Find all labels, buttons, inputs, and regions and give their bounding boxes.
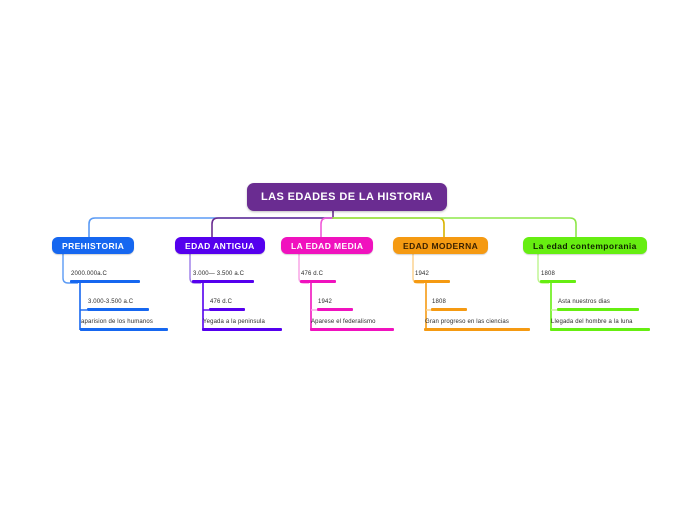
branch-node-edad-contemporania[interactable]: La edad contemporania	[523, 237, 647, 254]
leaf-label: 1808	[541, 271, 555, 277]
leaf-label: Aparese el federalismo	[311, 319, 376, 325]
leaf-underline	[70, 280, 140, 283]
leaf-label: 1942	[318, 299, 332, 305]
branch-label: La edad contemporania	[533, 240, 637, 251]
leaf-underline	[300, 280, 336, 283]
leaf-item[interactable]: 476 d.C	[300, 270, 336, 283]
leaf-label: 476 d.C	[301, 271, 324, 277]
leaf-underline	[317, 308, 353, 311]
leaf-underline	[310, 328, 394, 331]
leaf-item[interactable]: 1808	[431, 298, 467, 311]
leaf-underline	[557, 308, 639, 311]
leaf-label: Yegada a la peninsula	[203, 319, 265, 325]
leaf-underline	[424, 328, 530, 331]
branch-label: PREHISTORIA	[62, 240, 125, 251]
leaf-label: 1808	[432, 299, 446, 305]
leaf-underline	[540, 280, 576, 283]
leaf-underline	[209, 308, 245, 311]
branch-node-la-edad-media[interactable]: LA EDAD MEDIA	[281, 237, 374, 254]
branch-node-prehistoria[interactable]: PREHISTORIA	[52, 237, 135, 254]
leaf-label: 1942	[415, 271, 429, 277]
leaf-label: 3.000-3.500 a.C	[88, 299, 134, 305]
leaf-item[interactable]: Gran progreso en las ciencias	[424, 318, 530, 331]
leaf-label: Asta nuestros dias	[558, 299, 611, 305]
leaf-item[interactable]: Aparese el federalismo	[310, 318, 394, 331]
leaf-item[interactable]: 3.000-3.500 a.C	[87, 298, 149, 311]
root-node[interactable]: LAS EDADES DE LA HISTORIA	[247, 183, 447, 211]
leaf-underline	[414, 280, 450, 283]
branch-node-edad-moderna[interactable]: EDAD MODERNA	[393, 237, 489, 254]
leaf-item[interactable]: Asta nuestros dias	[557, 298, 639, 311]
branch-node-edad-antigua[interactable]: EDAD ANTIGUA	[175, 237, 265, 254]
leaf-item[interactable]: Yegada a la peninsula	[202, 318, 282, 331]
leaf-item[interactable]: 1942	[317, 298, 353, 311]
leaf-label: Gran progreso en las ciencias	[425, 319, 510, 325]
leaf-item[interactable]: 3.000— 3.500 a.C	[192, 270, 254, 283]
leaf-item[interactable]: 1808	[540, 270, 576, 283]
leaf-item[interactable]: aparision de los humanos	[80, 318, 168, 331]
leaf-label: Llegada del hombre a la luna	[551, 319, 633, 325]
leaf-underline	[80, 328, 168, 331]
branch-label: EDAD MODERNA	[403, 240, 479, 251]
leaf-item[interactable]: Llegada del hombre a la luna	[550, 318, 650, 331]
leaf-item[interactable]: 1942	[414, 270, 450, 283]
leaf-underline	[550, 328, 650, 331]
leaf-item[interactable]: 476 d.C	[209, 298, 245, 311]
branch-label: EDAD ANTIGUA	[185, 240, 255, 251]
leaf-label: aparision de los humanos	[81, 319, 153, 325]
leaf-underline	[87, 308, 149, 311]
leaf-label: 2000.000a.C	[71, 271, 108, 277]
leaf-label: 3.000— 3.500 a.C	[193, 271, 245, 277]
root-label: LAS EDADES DE LA HISTORIA	[261, 191, 433, 203]
leaf-underline	[192, 280, 254, 283]
leaf-item[interactable]: 2000.000a.C	[70, 270, 140, 283]
leaf-underline	[202, 328, 282, 331]
leaf-label: 476 d.C	[210, 299, 233, 305]
branch-label: LA EDAD MEDIA	[291, 240, 364, 251]
leaf-underline	[431, 308, 467, 311]
